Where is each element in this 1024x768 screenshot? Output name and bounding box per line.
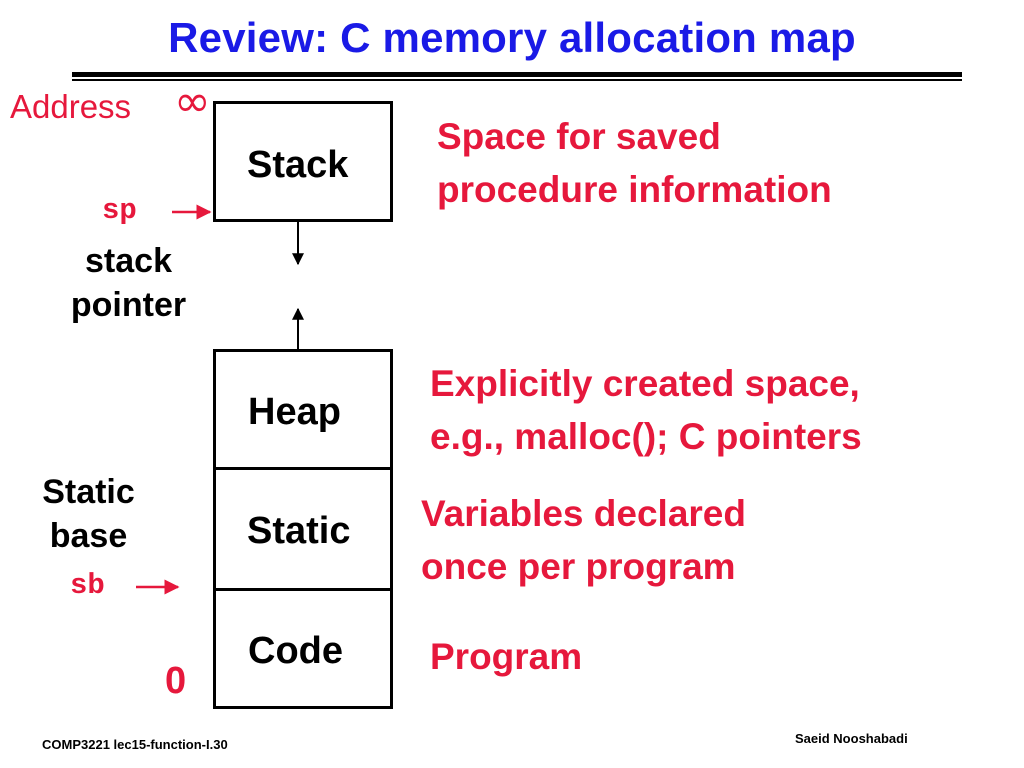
sp-register: sp (102, 194, 137, 227)
stack-description: Space for saved procedure information (437, 110, 832, 216)
static-description-line2: once per program (421, 546, 736, 587)
address-zero: 0 (165, 660, 187, 702)
stack-pointer-caption: stack pointer (56, 239, 201, 327)
footer-course: COMP3221 lec15-function-I.30 (42, 737, 228, 752)
stack-label: Stack (247, 144, 349, 186)
static-label: Static (247, 510, 351, 552)
infinity-symbol: ∞ (174, 76, 211, 127)
stack-description-line1: Space for saved (437, 116, 721, 157)
heap-description-line1: Explicitly created space, (430, 363, 860, 404)
static-description: Variables declared once per program (421, 487, 746, 593)
static-base-caption-line1: Static (42, 473, 135, 511)
heap-label: Heap (248, 391, 341, 433)
title-rule-thick (72, 72, 962, 77)
slide-title: Review: C memory allocation map (168, 14, 856, 61)
heap-segment (213, 349, 393, 470)
code-segment (213, 588, 393, 709)
stack-description-line2: procedure information (437, 169, 832, 210)
sb-register: sb (70, 569, 105, 602)
static-segment (213, 467, 393, 591)
heap-description: Explicitly created space, e.g., malloc()… (430, 357, 862, 463)
stack-pointer-caption-line2: pointer (70, 286, 187, 324)
code-description: Program (430, 636, 583, 677)
footer-author: Saeid Nooshabadi (795, 731, 908, 746)
static-base-caption-line2: base (49, 517, 128, 555)
stack-segment (213, 101, 393, 222)
static-base-caption: Static base (16, 470, 161, 558)
title-rule-thin (72, 79, 962, 81)
stack-pointer-caption-line1: stack (85, 242, 172, 280)
address-label: Address (10, 88, 132, 125)
static-description-line1: Variables declared (421, 493, 746, 534)
heap-description-line2: e.g., malloc(); C pointers (430, 416, 862, 457)
code-label: Code (248, 630, 343, 672)
